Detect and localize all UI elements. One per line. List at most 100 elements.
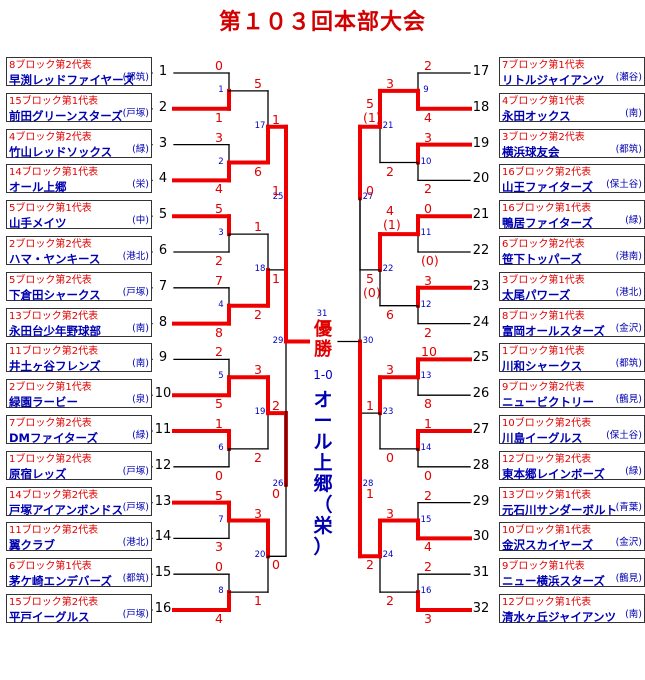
seed-number: 7: [158, 278, 168, 294]
team-block-label: 8ブロック第1代表: [502, 310, 585, 322]
team-block-label: 15ブロック第2代表: [9, 597, 99, 608]
team-name: 川和シャークス: [502, 359, 583, 374]
team-name: 下倉田シャークス: [9, 287, 101, 302]
team-district: (泉): [132, 394, 149, 406]
team-block-label: 6ブロック第1代表: [9, 561, 92, 573]
match-score: 2: [424, 58, 432, 73]
team-card: 5ブロック第2代表下倉田シャークス(戸塚): [6, 271, 152, 302]
team-block-label: 5ブロック第2代表: [9, 274, 92, 286]
team-block-label: 15ブロック第1代表: [9, 95, 99, 107]
match-score: 8: [424, 396, 432, 412]
team-name: ハマ・ヤンキース: [9, 252, 101, 266]
match-number: 29: [272, 335, 284, 346]
team-name: 原宿レッズ: [9, 466, 67, 481]
team-district: (港北): [122, 537, 149, 549]
match-score: 0: [215, 467, 223, 483]
match-number: 3: [218, 228, 224, 239]
team-name: 竹山レッドソックス: [9, 144, 113, 159]
match-number: 2: [218, 156, 224, 167]
team-card: 7ブロック第1代表リトルジャイアンツ(瀬谷): [499, 57, 645, 87]
team-block-label: 3ブロック第1代表: [502, 274, 585, 286]
match-score: 2: [424, 559, 432, 575]
team-name: 横浜球友会: [502, 144, 560, 159]
match-score: 6: [254, 163, 262, 179]
match-number: 22: [382, 263, 394, 274]
team-district: (戸塚): [122, 609, 149, 620]
seed-number: 10: [154, 386, 172, 402]
team-district: (緑): [625, 465, 642, 477]
match-score: 2: [424, 487, 432, 503]
team-block-label: 3ブロック第2代表: [502, 131, 585, 143]
match-number: 14: [420, 442, 432, 453]
match-score: 0: [215, 58, 223, 73]
team-district: (緑): [625, 215, 642, 227]
seed-number: 22: [472, 243, 490, 258]
match-number: 23: [382, 407, 394, 418]
team-block-label: 7ブロック第1代表: [502, 60, 585, 71]
team-block-label: 10ブロック第2代表: [502, 418, 592, 429]
match-number: 12: [420, 299, 432, 310]
match-score: 2: [215, 344, 223, 360]
team-block-label: 2ブロック第1代表: [9, 382, 92, 394]
seed-number: 30: [472, 529, 490, 545]
match-score: 3: [215, 539, 223, 555]
match-score: (0): [421, 253, 439, 268]
team-card: 13ブロック第2代表永田台少年野球部(南): [6, 307, 152, 337]
seed-number: 21: [472, 207, 490, 223]
team-name: 金沢スカイヤーズ: [502, 538, 594, 553]
team-district: (鶴見): [615, 573, 642, 585]
match-score: 5: [215, 396, 223, 412]
team-block-label: 10ブロック第1代表: [502, 525, 592, 537]
match-score: 5: [254, 75, 262, 91]
team-district: (戸塚): [122, 107, 149, 119]
team-card: 6ブロック第1代表茅ケ崎エンデバーズ(都筑): [6, 558, 152, 588]
seed-number: 23: [472, 278, 490, 294]
champion-name: オール上郷（栄）: [313, 389, 333, 558]
team-name: ニュー横浜スターズ: [502, 574, 605, 589]
match-score: 2: [254, 306, 262, 322]
seed-number: 29: [472, 493, 490, 509]
seed-number: 20: [472, 171, 490, 187]
team-card: 14ブロック第2代表戸塚アイアンボンドス(戸塚): [6, 486, 152, 517]
team-card: 3ブロック第1代表太尾パワーズ(港北): [499, 271, 645, 301]
team-card: 3ブロック第2代表横浜球友会(都筑): [499, 128, 645, 159]
match-score: 6: [386, 306, 394, 322]
match-score: 5: [215, 487, 223, 503]
match-score: 3: [386, 505, 394, 521]
seed-number: 6: [158, 243, 168, 258]
team-name: ニュービクトリー: [502, 395, 594, 410]
team-name: 前田グリーンスターズ: [9, 108, 123, 123]
match-score: 3: [254, 362, 262, 378]
seed-number: 1: [158, 64, 168, 79]
seed-number: 18: [472, 99, 490, 115]
team-name: 早渕レッドファイヤーズ: [9, 73, 135, 87]
team-card: 12ブロック第2代表東本郷レインボーズ(緑): [499, 450, 645, 480]
team-name: 戸塚アイアンボンドス: [9, 502, 123, 517]
match-number: 6: [218, 442, 224, 453]
seed-number: 13: [154, 493, 172, 509]
match-number: 13: [420, 371, 432, 382]
team-card: 6ブロック第2代表笹下トッパーズ(港南): [499, 236, 645, 266]
match-number: 8: [218, 586, 224, 597]
match-score: 3: [424, 272, 432, 288]
seed-number: 9: [158, 350, 168, 366]
team-district: (都筑): [122, 573, 149, 585]
seed-number: 27: [472, 422, 490, 437]
team-card: 10ブロック第1代表金沢スカイヤーズ(金沢): [499, 522, 645, 553]
seed-number: 12: [154, 457, 172, 473]
team-district: (緑): [132, 430, 149, 441]
match-score: 5: [215, 201, 223, 217]
match-score: 10: [421, 344, 437, 360]
team-block-label: 14ブロック第1代表: [9, 167, 99, 179]
match-number: 16: [420, 586, 432, 597]
team-card: 2ブロック第1代表緑園ラービー(泉): [6, 379, 152, 409]
match-number: 4: [218, 299, 224, 310]
team-name: 元石川サンダーボルト: [502, 502, 617, 517]
team-name: 鴨居ファイターズ: [502, 216, 593, 231]
match-score: 1: [272, 111, 280, 127]
team-block-label: 1ブロック第1代表: [502, 346, 585, 358]
match-score: 0: [424, 467, 432, 483]
team-card: 16ブロック第1代表鴨居ファイターズ(緑): [499, 200, 645, 231]
team-card: 11ブロック第2代表翼クラブ(港北): [6, 522, 152, 552]
